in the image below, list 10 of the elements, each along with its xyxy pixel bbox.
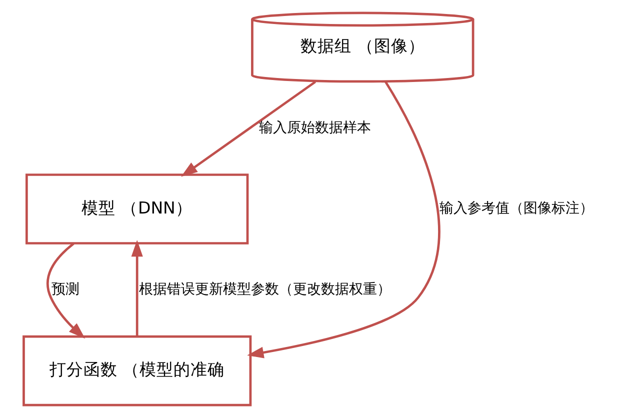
arrow (247, 80, 440, 358)
node-box: 打分函数 （模型的准确 (22, 335, 252, 406)
node-box: 模型 （DNN） (26, 174, 249, 244)
edge-label: 输入参考值（图像标注） (440, 200, 594, 217)
arrow (181, 80, 316, 177)
arrow (131, 240, 143, 336)
edge-label: 根据错误更新模型参数（更改数据权重） (139, 282, 392, 298)
edge-label: 预测 (52, 282, 80, 298)
arrow (46, 242, 86, 339)
edge-label: 输入原始数据样本 (258, 120, 371, 136)
